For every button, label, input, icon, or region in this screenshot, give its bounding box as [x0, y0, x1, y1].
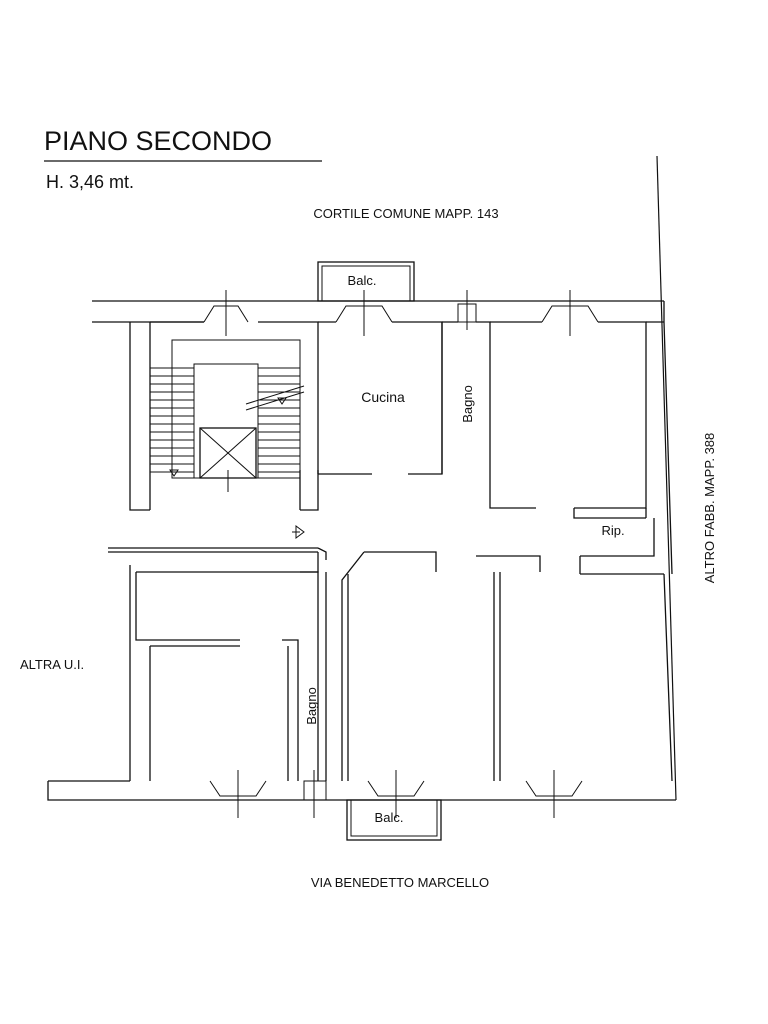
windows	[203, 290, 599, 818]
room-left-walls	[135, 571, 319, 647]
height-note: H. 3,46 mt.	[46, 172, 134, 192]
room-top-right-walls	[489, 321, 673, 575]
bathroom-top-label: Bagno	[460, 385, 475, 423]
balcony-bottom-label: Balc.	[375, 810, 404, 825]
entrance-marker	[292, 525, 305, 539]
plan-title: PIANO SECONDO	[44, 126, 272, 156]
balcony-top: Balc.	[317, 261, 415, 302]
storage-label: Rip.	[601, 523, 624, 538]
stairwell	[129, 321, 319, 511]
bathroom-bottom-label: Bagno	[304, 687, 319, 725]
right-neighbor-label: ALTRO FABB. MAPP. 388	[702, 433, 717, 584]
boundary-line-right	[656, 155, 677, 801]
bathroom-top-walls: Bagno	[441, 321, 491, 474]
kitchen-walls: Cucina	[299, 321, 443, 510]
storage-walls: Rip.	[573, 508, 655, 574]
left-neighbor-label: ALTRA U.I.	[20, 657, 84, 672]
exterior-walls	[47, 300, 676, 801]
bathroom-bottom-walls: Bagno	[282, 572, 327, 781]
courtyard-label: CORTILE COMUNE MAPP. 143	[313, 206, 498, 221]
corridor-walls	[300, 547, 673, 782]
kitchen-label: Cucina	[361, 389, 405, 405]
balcony-bottom: Balc.	[346, 799, 442, 841]
balcony-top-label: Balc.	[348, 273, 377, 288]
street-label: VIA BENEDETTO MARCELLO	[311, 875, 489, 890]
